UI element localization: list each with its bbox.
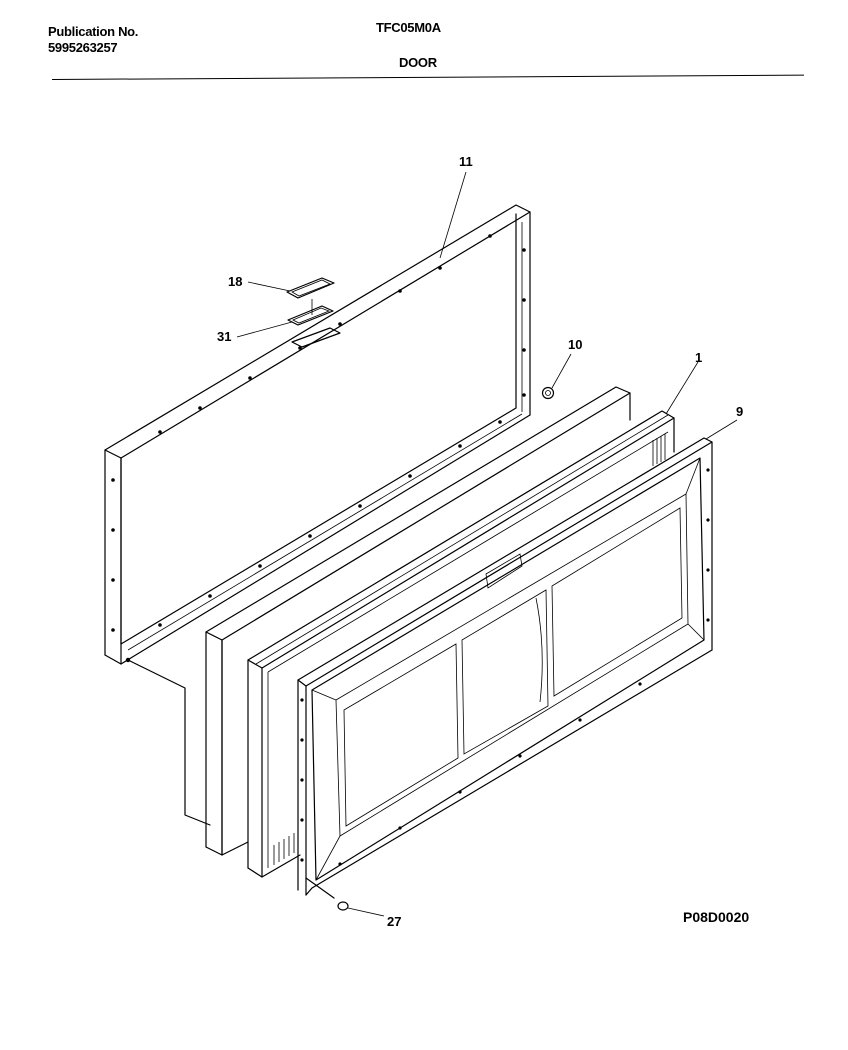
screw-part-10 <box>541 386 555 400</box>
callout-1: 1 <box>695 350 702 365</box>
screw-part-27 <box>305 877 349 911</box>
callout-10: 10 <box>568 337 582 352</box>
leader-lines <box>236 171 738 917</box>
callout-11: 11 <box>459 154 473 169</box>
publication-number: 5995263257 <box>48 40 118 55</box>
door-outer-panel <box>297 437 713 896</box>
callout-27: 27 <box>387 914 401 929</box>
diagram-code: P08D0020 <box>683 909 749 925</box>
section-title: DOOR <box>399 55 437 70</box>
callout-9: 9 <box>736 404 743 419</box>
callout-31: 31 <box>217 329 231 344</box>
callout-18: 18 <box>228 274 242 289</box>
publication-label: Publication No. <box>48 24 139 39</box>
handle-assembly <box>286 277 341 348</box>
model-number: TFC05M0A <box>376 20 441 35</box>
door-liner-frame <box>104 204 531 826</box>
door-insulation <box>205 386 631 856</box>
door-gasket <box>247 410 675 878</box>
